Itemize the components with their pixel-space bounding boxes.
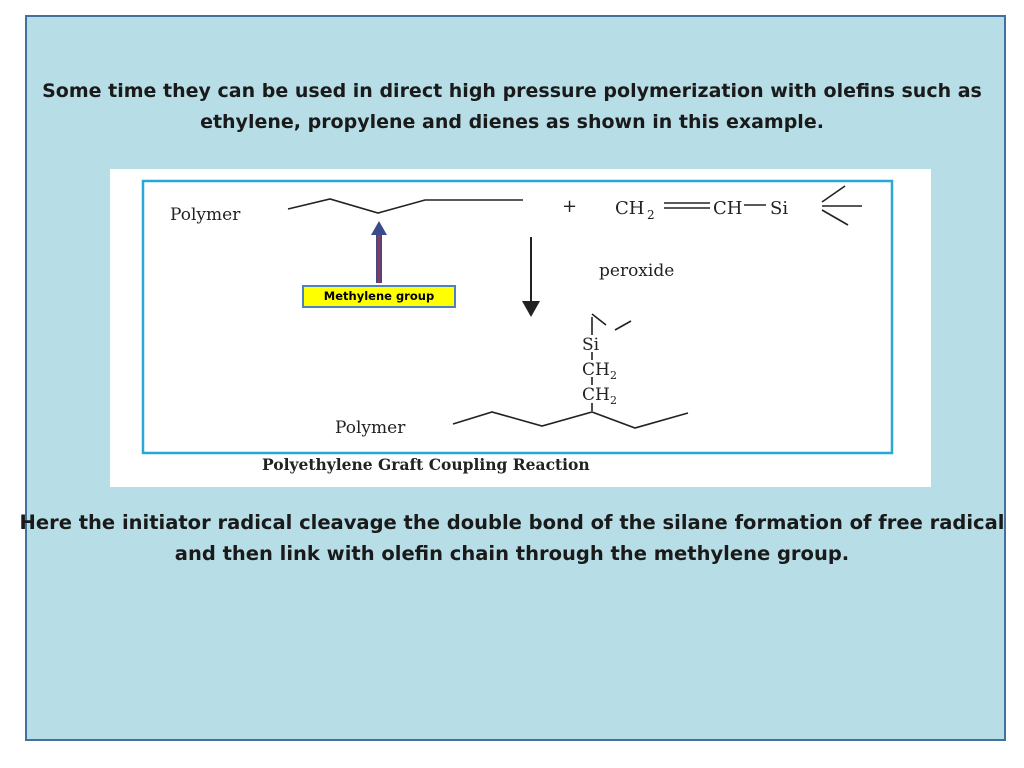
polymer-label-top: Polymer — [170, 205, 241, 225]
polymer-label-bottom: Polymer — [335, 418, 406, 438]
product-si-bond-left — [591, 313, 607, 326]
si-bond-up — [821, 185, 846, 203]
si-label-top: Si — [770, 198, 788, 219]
reagent-label: peroxide — [599, 261, 674, 281]
figure-caption: Polyethylene Graft Coupling Reaction — [262, 455, 590, 474]
reaction-figure: Polymer + CH 2 CH Si peroxide Si CH 2 CH — [110, 169, 931, 487]
si-bond-down — [821, 209, 849, 226]
reaction-arrow-head — [522, 301, 540, 317]
ch2-product-2-sub: 2 — [610, 394, 617, 407]
plus-sign: + — [562, 196, 577, 217]
figure-frame — [141, 179, 894, 455]
ch-label: CH — [713, 198, 742, 219]
polymer-chain-bottom — [452, 411, 689, 429]
si-label-product: Si — [582, 335, 600, 355]
explanation-paragraph: Here the initiator radical cleavage the … — [19, 511, 1005, 565]
ch2-label: CH — [615, 198, 644, 219]
methylene-arrow-head — [371, 221, 387, 235]
ch2-product-1-sub: 2 — [610, 369, 617, 382]
reaction-diagram: Polymer + CH 2 CH Si peroxide Si CH 2 CH — [141, 179, 894, 474]
ch2-product-1: CH — [582, 360, 610, 380]
product-si-bond-right — [614, 320, 632, 331]
methylene-group-callout: Methylene group — [302, 285, 456, 308]
intro-paragraph: Some time they can be used in direct hig… — [42, 80, 982, 133]
ch2-subscript: 2 — [647, 208, 655, 222]
polymer-chain-top — [287, 198, 523, 214]
ch2-product-2: CH — [582, 385, 610, 405]
